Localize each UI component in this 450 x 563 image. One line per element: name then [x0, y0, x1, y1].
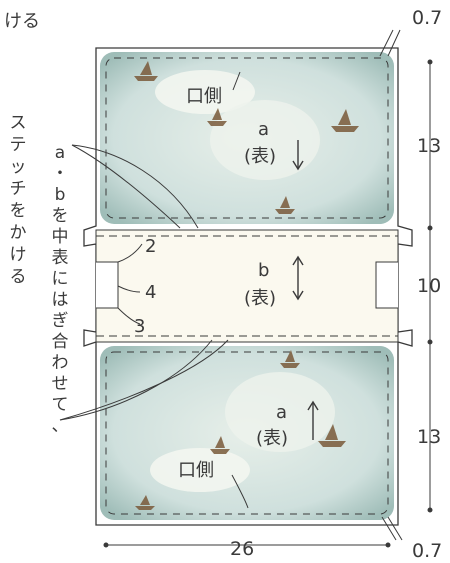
- panel-bottom-side-label: 口側: [178, 460, 214, 481]
- leader-lines: [59, 71, 249, 509]
- vertical-char: 、: [52, 416, 69, 436]
- arrow-up-icon: [307, 400, 319, 440]
- dimension-line-vertical: [427, 59, 433, 513]
- width-label: 26: [230, 538, 254, 560]
- vertical-char: 中: [52, 227, 69, 247]
- vertical-char: る: [10, 267, 27, 287]
- mark-2: 2: [145, 236, 156, 257]
- panel-middle-face: (表): [244, 288, 276, 309]
- dimension-line-horizontal: [103, 542, 391, 548]
- height-top-label: 13: [417, 135, 441, 157]
- vertical-char: は: [52, 290, 69, 310]
- height-middle-label: 10: [417, 275, 441, 297]
- seam-leaders: [379, 29, 403, 541]
- panel-a-top: [100, 52, 394, 224]
- arrow-updown-icon: [292, 255, 304, 301]
- vertical-char: か: [10, 223, 27, 243]
- vertical-char: ・: [52, 164, 69, 184]
- panel-bottom-letter: a: [276, 402, 287, 423]
- vertical-char: け: [10, 245, 27, 265]
- mark-4: 4: [145, 282, 156, 303]
- vertical-char: テ: [10, 135, 27, 155]
- vertical-char: を: [52, 206, 69, 226]
- arrow-down-icon: [292, 140, 304, 171]
- vertical-char: ッ: [10, 157, 27, 177]
- vertical-char: せ: [52, 374, 69, 394]
- cut-text-top: ける: [4, 11, 40, 32]
- panel-a-bottom: [100, 346, 394, 520]
- panel-bottom-face: (表): [256, 428, 288, 449]
- boat-icon: [134, 61, 359, 510]
- seam-allowance-bottom: 0.7: [412, 540, 442, 562]
- mark-3: 3: [134, 316, 145, 337]
- outer-cut-outline: [83, 47, 413, 526]
- vertical-char: ス: [10, 113, 27, 133]
- panel-top-letter: a: [258, 119, 269, 140]
- height-bottom-label: 13: [417, 426, 441, 448]
- vertical-char: 表: [52, 248, 69, 268]
- panel-top-side-label: 口側: [186, 86, 222, 107]
- vertical-char: わ: [52, 353, 69, 373]
- vertical-char: b: [55, 185, 66, 205]
- vertical-char: 合: [52, 332, 69, 352]
- vertical-char: を: [10, 201, 27, 221]
- vertical-char: ぎ: [52, 311, 69, 331]
- vertical-char: a: [55, 143, 65, 163]
- left-notch: [96, 261, 119, 309]
- panel-b-middle: [95, 229, 399, 343]
- panel-top-face: (表): [244, 146, 276, 167]
- vertical-char: に: [52, 269, 69, 289]
- right-notch: [375, 261, 398, 309]
- vertical-char: チ: [10, 179, 27, 199]
- seam-allowance-top: 0.7: [412, 7, 442, 29]
- panel-middle-letter: b: [258, 260, 269, 281]
- vertical-char: て: [52, 395, 69, 415]
